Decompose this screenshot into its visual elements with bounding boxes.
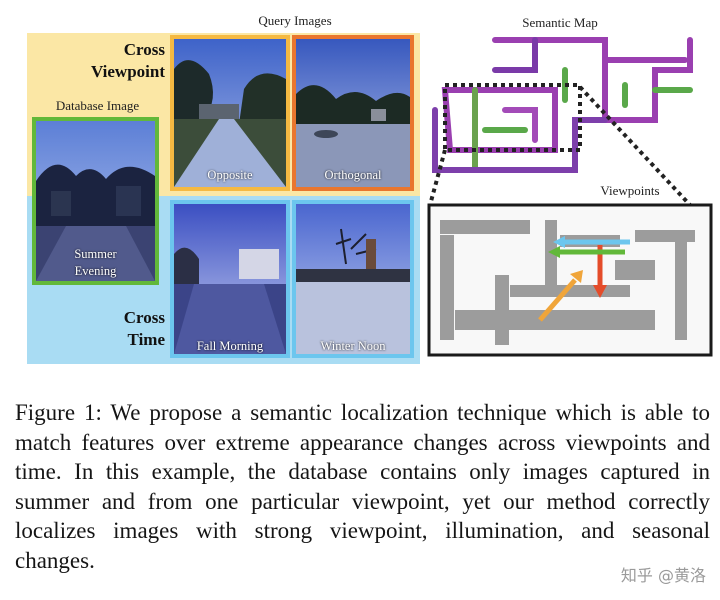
- query-image-opposite: Opposite: [170, 35, 290, 191]
- query-image-orthogonal: Orthogonal: [292, 35, 414, 191]
- query-images-label: Query Images: [258, 13, 332, 28]
- database-caption-line1: Summer: [74, 247, 117, 261]
- database-image: Summer Evening: [32, 117, 159, 285]
- cross-time-label: Cross Time: [60, 307, 165, 351]
- watermark: 知乎 @黄洛: [620, 566, 706, 585]
- query-image-winter-noon: Winter Noon: [292, 200, 414, 358]
- database-caption: Summer Evening: [36, 246, 155, 280]
- cross-viewpoint-line2: Viewpoint: [91, 62, 165, 81]
- semantic-map-label: Semantic Map: [522, 15, 598, 30]
- cross-time-line1: Cross: [123, 308, 165, 327]
- database-caption-line2: Evening: [74, 264, 117, 278]
- semantic-map: [427, 37, 713, 357]
- query-caption-fall-morning: Fall Morning: [196, 339, 264, 353]
- cross-time-line2: Time: [127, 330, 165, 349]
- query-image-fall-morning: Fall Morning: [170, 200, 290, 358]
- query-caption-winter-noon: Winter Noon: [320, 339, 386, 353]
- figure-caption: Figure 1: We propose a semantic localiza…: [15, 400, 710, 573]
- viewpoints-label: Viewpoints: [600, 183, 660, 198]
- query-caption-orthogonal: Orthogonal: [324, 168, 382, 182]
- cross-viewpoint-line1: Cross: [123, 40, 165, 59]
- cross-viewpoint-label: Cross Viewpoint: [60, 39, 165, 83]
- database-image-label: Database Image: [55, 98, 140, 113]
- query-caption-opposite: Opposite: [207, 168, 253, 182]
